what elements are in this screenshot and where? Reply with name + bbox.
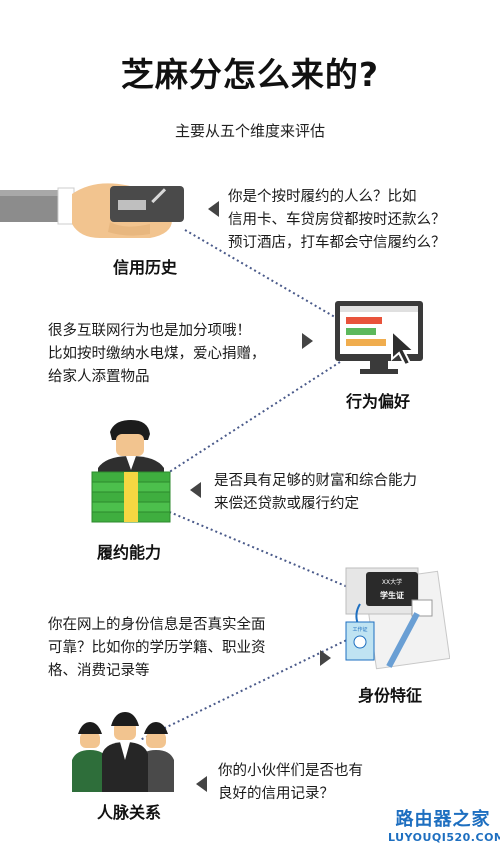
person-with-money-icon bbox=[86, 420, 176, 524]
label-performance-ability: 履约能力 bbox=[96, 543, 161, 562]
page-title: 芝麻分怎么来的? bbox=[120, 55, 380, 94]
label-credit-history: 信用历史 bbox=[112, 258, 177, 277]
label-social-connections: 人脉关系 bbox=[96, 803, 161, 822]
pointer-arrow-3 bbox=[190, 482, 201, 498]
desc-social-connections: 你的小伙伴们是否也有 良好的信用记录？ bbox=[218, 763, 363, 802]
pointer-arrow-2 bbox=[302, 333, 313, 349]
watermark: 路由器之家 LUYOUQI520.COM bbox=[388, 805, 500, 844]
card-school-text: XX大学 bbox=[382, 578, 402, 586]
desc-credit-history: 你是个按时履约的人么？比如 信用卡、车贷房贷都按时还款么？ 预订酒店，打车都会守… bbox=[228, 189, 446, 251]
monitor-cursor-icon bbox=[330, 297, 430, 381]
connector-2 bbox=[159, 361, 341, 479]
label-identity-features: 身份特征 bbox=[357, 686, 422, 705]
page-subtitle: 主要从五个维度来评估 bbox=[174, 122, 325, 140]
watermark-main-text: 路由器之家 bbox=[395, 809, 491, 830]
card-student-id-text: 学生证 bbox=[380, 590, 404, 600]
group-of-people-icon bbox=[70, 710, 180, 792]
connector-3 bbox=[159, 507, 356, 591]
pointer-arrow-5 bbox=[196, 776, 207, 792]
desc-identity-features: 你在网上的身份信息是否真实全面 可靠？比如你的学历学籍、职业资 格、消费记录等 bbox=[48, 617, 266, 679]
pointer-arrow-4 bbox=[320, 650, 331, 666]
desc-performance-ability: 是否具有足够的财富和综合能力 来偿还贷款或履行约定 bbox=[214, 473, 417, 512]
hand-holding-card-icon bbox=[0, 172, 190, 250]
desc-behavior-preference: 很多互联网行为也是加分项哦！ 比如按时缴纳水电煤，爱心捐赠， 给家人添置物品 bbox=[48, 323, 266, 385]
pointer-arrow-1 bbox=[208, 201, 219, 217]
student-id-card-icon: XX大学 学生证 工作证 bbox=[340, 560, 451, 675]
label-behavior-preference: 行为偏好 bbox=[345, 392, 410, 411]
card-work-id-text: 工作证 bbox=[352, 626, 367, 633]
watermark-url-text: LUYOUQI520.COM bbox=[388, 831, 500, 844]
